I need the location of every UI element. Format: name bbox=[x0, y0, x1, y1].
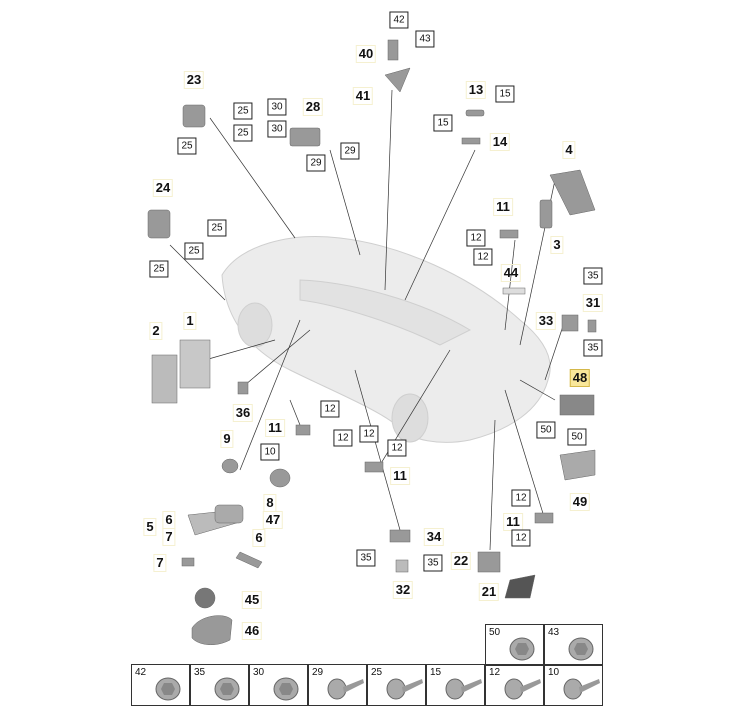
fastener-number: 50 bbox=[489, 627, 501, 638]
callout-11d[interactable]: 11 bbox=[503, 513, 523, 531]
callout-3[interactable]: 3 bbox=[550, 236, 564, 254]
callout-33[interactable]: 33 bbox=[535, 312, 557, 330]
callout-46[interactable]: 46 bbox=[241, 622, 263, 640]
callout-9[interactable]: 9 bbox=[220, 430, 234, 448]
screw-icon bbox=[445, 678, 482, 700]
boxed-ref-12[interactable]: 12 bbox=[473, 248, 493, 266]
nut-icon bbox=[273, 677, 299, 701]
callout-11a[interactable]: 11 bbox=[493, 198, 513, 216]
fastener-number: 43 bbox=[548, 627, 560, 638]
boxed-ref-29[interactable]: 29 bbox=[306, 154, 326, 172]
callout-21[interactable]: 21 bbox=[478, 583, 500, 601]
boxed-ref-50[interactable]: 50 bbox=[536, 421, 556, 439]
screw-icon bbox=[327, 678, 364, 700]
boxed-ref-25[interactable]: 25 bbox=[177, 137, 197, 155]
boxed-ref-25[interactable]: 25 bbox=[207, 219, 227, 237]
fastener-cell-50[interactable]: 50 bbox=[485, 624, 544, 666]
fastener-cell-25[interactable]: 25 bbox=[367, 664, 426, 706]
boxed-ref-12[interactable]: 12 bbox=[387, 439, 407, 457]
fastener-number: 12 bbox=[489, 667, 501, 678]
fastener-number: 30 bbox=[253, 667, 265, 678]
screw-icon bbox=[504, 678, 541, 700]
part-icons bbox=[147, 39, 597, 645]
callout-44[interactable]: 44 bbox=[500, 264, 522, 282]
callout-1[interactable]: 1 bbox=[183, 312, 197, 330]
boxed-ref-25[interactable]: 25 bbox=[149, 260, 169, 278]
boxed-ref-35[interactable]: 35 bbox=[423, 554, 443, 572]
callout-7a[interactable]: 7 bbox=[162, 528, 176, 546]
fastener-cell-43[interactable]: 43 bbox=[544, 624, 603, 666]
callout-23[interactable]: 23 bbox=[183, 71, 205, 89]
callout-8[interactable]: 8 bbox=[263, 494, 277, 512]
boxed-ref-10[interactable]: 10 bbox=[260, 443, 280, 461]
boxed-ref-42[interactable]: 42 bbox=[389, 11, 409, 29]
callout-11c[interactable]: 11 bbox=[390, 467, 410, 485]
fastener-cell-10[interactable]: 10 bbox=[544, 664, 603, 706]
callout-14[interactable]: 14 bbox=[489, 133, 511, 151]
boxed-ref-50[interactable]: 50 bbox=[567, 428, 587, 446]
fastener-number: 25 bbox=[371, 667, 383, 678]
screw-icon bbox=[563, 678, 600, 700]
callout-6a[interactable]: 6 bbox=[162, 511, 176, 529]
screw-icon bbox=[386, 678, 423, 700]
boxed-ref-35[interactable]: 35 bbox=[583, 267, 603, 285]
boxed-ref-12[interactable]: 12 bbox=[511, 489, 531, 507]
callout-22[interactable]: 22 bbox=[450, 552, 472, 570]
fastener-cell-12[interactable]: 12 bbox=[485, 664, 544, 706]
boxed-ref-15[interactable]: 15 bbox=[433, 114, 453, 132]
fastener-cell-15[interactable]: 15 bbox=[426, 664, 485, 706]
callout-49[interactable]: 49 bbox=[569, 493, 591, 511]
callout-45[interactable]: 45 bbox=[241, 591, 263, 609]
nut-icon bbox=[509, 637, 535, 661]
callout-6b[interactable]: 6 bbox=[252, 529, 266, 547]
fastener-number: 29 bbox=[312, 667, 324, 678]
callout-2[interactable]: 2 bbox=[149, 322, 163, 340]
callout-32[interactable]: 32 bbox=[392, 581, 414, 599]
nut-icon bbox=[214, 677, 240, 701]
boxed-ref-29[interactable]: 29 bbox=[340, 142, 360, 160]
car-body-icon bbox=[221, 236, 551, 443]
callout-40[interactable]: 40 bbox=[355, 45, 377, 63]
fastener-cell-29[interactable]: 29 bbox=[308, 664, 367, 706]
fastener-number: 35 bbox=[194, 667, 206, 678]
callout-36[interactable]: 36 bbox=[232, 404, 254, 422]
boxed-ref-43[interactable]: 43 bbox=[415, 30, 435, 48]
fastener-number: 10 bbox=[548, 667, 560, 678]
callout-7b[interactable]: 7 bbox=[153, 554, 167, 572]
callout-24[interactable]: 24 bbox=[152, 179, 174, 197]
boxed-ref-30[interactable]: 30 bbox=[267, 98, 287, 116]
boxed-ref-12[interactable]: 12 bbox=[511, 529, 531, 547]
callout-31[interactable]: 31 bbox=[582, 294, 604, 312]
callout-28[interactable]: 28 bbox=[302, 98, 324, 116]
callout-41[interactable]: 41 bbox=[352, 87, 374, 105]
fastener-cell-42[interactable]: 42 bbox=[131, 664, 190, 706]
fastener-number: 42 bbox=[135, 667, 147, 678]
leader-lines bbox=[169, 89, 566, 551]
boxed-ref-15[interactable]: 15 bbox=[495, 85, 515, 103]
boxed-ref-35[interactable]: 35 bbox=[356, 549, 376, 567]
boxed-ref-30[interactable]: 30 bbox=[267, 120, 287, 138]
callout-5[interactable]: 5 bbox=[143, 518, 157, 536]
callout-34[interactable]: 34 bbox=[423, 528, 445, 546]
boxed-ref-12[interactable]: 12 bbox=[333, 429, 353, 447]
callout-13[interactable]: 13 bbox=[465, 81, 487, 99]
callout-48[interactable]: 48 bbox=[569, 369, 591, 387]
callout-4[interactable]: 4 bbox=[562, 141, 576, 159]
fastener-cell-30[interactable]: 30 bbox=[249, 664, 308, 706]
boxed-ref-12[interactable]: 12 bbox=[466, 229, 486, 247]
boxed-ref-35[interactable]: 35 bbox=[583, 339, 603, 357]
fastener-number: 15 bbox=[430, 667, 442, 678]
boxed-ref-25[interactable]: 25 bbox=[233, 124, 253, 142]
callout-11b[interactable]: 11 bbox=[265, 419, 285, 437]
nut-icon bbox=[155, 677, 181, 701]
boxed-ref-12[interactable]: 12 bbox=[320, 400, 340, 418]
boxed-ref-25[interactable]: 25 bbox=[184, 242, 204, 260]
callout-47[interactable]: 47 bbox=[262, 511, 284, 529]
boxed-ref-12[interactable]: 12 bbox=[359, 425, 379, 443]
fastener-cell-35[interactable]: 35 bbox=[190, 664, 249, 706]
boxed-ref-25[interactable]: 25 bbox=[233, 102, 253, 120]
nut-icon bbox=[568, 637, 594, 661]
